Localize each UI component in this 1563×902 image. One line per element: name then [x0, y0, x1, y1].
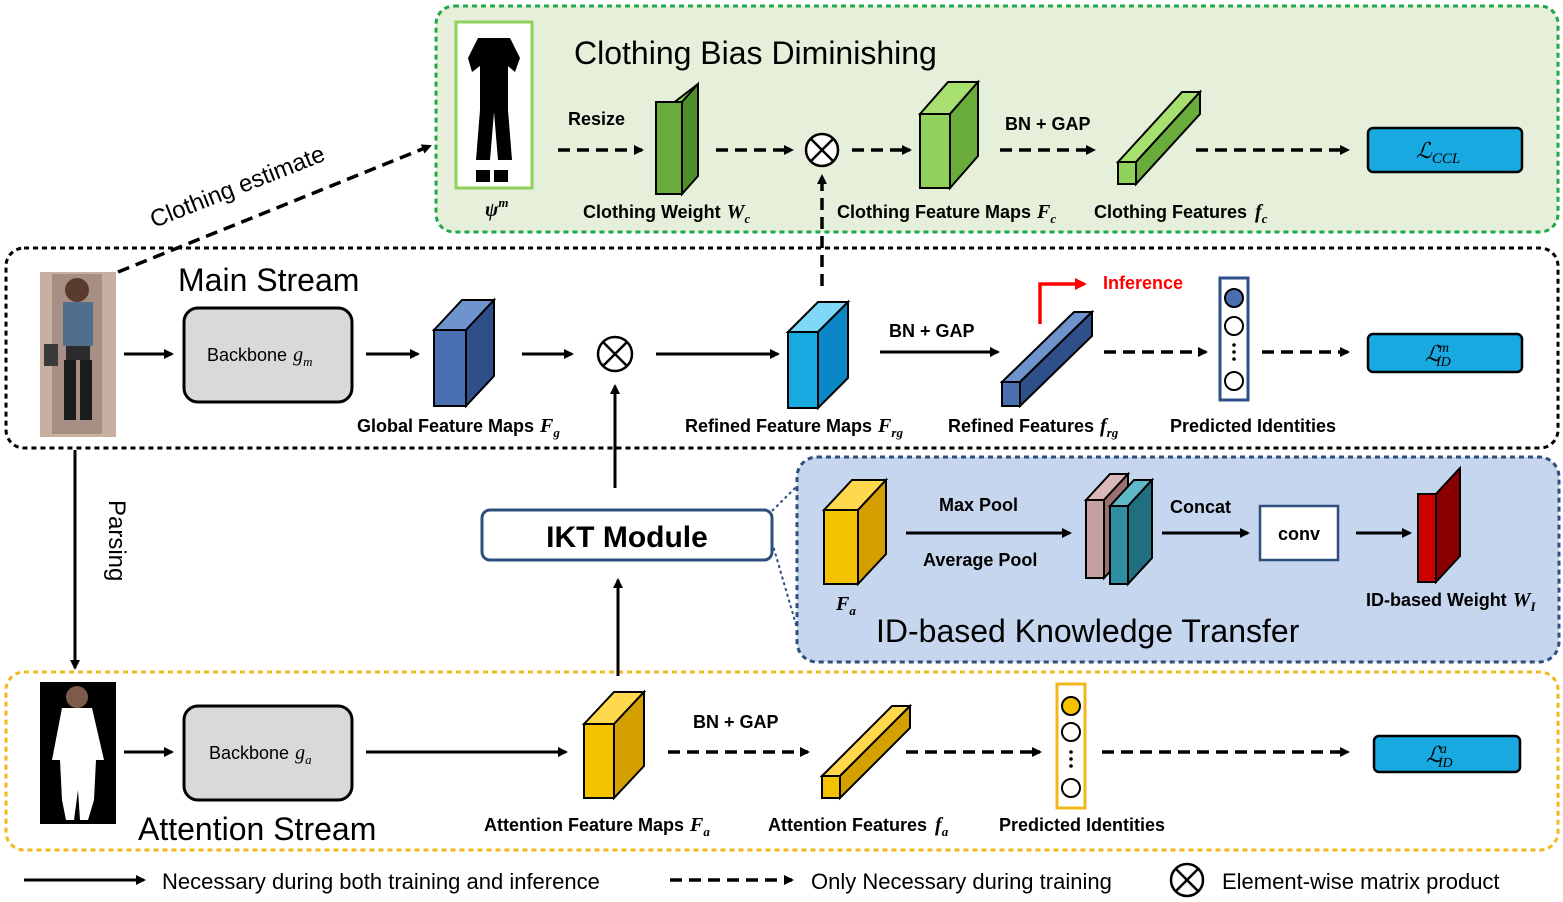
attention-stream-title: Attention Stream [138, 811, 376, 847]
product-node-main [596, 335, 634, 373]
clothing-feature-maps-block [917, 79, 981, 191]
ikt-title: ID-based Knowledge Transfer [876, 613, 1300, 649]
pooled-maps-block [1083, 471, 1155, 587]
main-bn-gap-label: BN + GAP [889, 321, 975, 341]
parsing-label: Parsing [103, 500, 130, 581]
refined-feature-maps-block [785, 299, 851, 411]
legend-product: Element-wise matrix product [1222, 869, 1500, 894]
global-feature-maps-block [431, 297, 497, 409]
clothing-features-block [1115, 89, 1203, 187]
legend-solid: Necessary during both training and infer… [162, 869, 600, 894]
ikt-module-box: IKT Module [480, 508, 774, 562]
cbd-title: Clothing Bias Diminishing [574, 35, 937, 71]
id-weight-block [1417, 465, 1461, 585]
ikt-fa-block [821, 477, 889, 587]
attention-stream-region [4, 670, 1560, 852]
attention-features-block [819, 703, 913, 801]
maxpool-label: Max Pool [939, 495, 1018, 515]
main-stream-title: Main Stream [178, 262, 359, 298]
ikt-region [771, 455, 1561, 664]
person-image [40, 272, 116, 437]
parsing-mask-image [40, 682, 116, 824]
ikt-fa-label: Fa [835, 593, 856, 618]
att-bn-gap-label: BN + GAP [693, 712, 779, 732]
conv-box: conv [1258, 504, 1340, 562]
svg-text:IKT Module: IKT Module [546, 521, 708, 554]
clothing-weight-block [655, 81, 699, 197]
clothing-mask-image [454, 20, 534, 190]
svg-text:ℒCCL: ℒCCL [1416, 138, 1460, 167]
product-node-cbd [804, 132, 840, 168]
attention-feature-maps-block [581, 689, 647, 801]
clothing-bias-region [434, 4, 1560, 234]
resize-label: Resize [568, 109, 625, 129]
clothing-estimate-label: Clothing estimate [146, 140, 328, 233]
predicted-identities-attention-label: Predicted Identities [999, 815, 1165, 835]
refined-features-block [999, 309, 1095, 409]
cbd-bn-gap-label: BN + GAP [1005, 114, 1091, 134]
inference-label: Inference [1103, 273, 1183, 293]
legend-dashed: Only Necessary during training [811, 869, 1112, 894]
avgpool-label: Average Pool [923, 550, 1037, 570]
predicted-identities-attention [1055, 682, 1087, 810]
concat-label: Concat [1170, 497, 1231, 517]
loss-ccl: ℒCCL [1366, 126, 1524, 174]
legend: Necessary during both training and infer… [24, 862, 1500, 898]
psi-label: ψm [485, 195, 508, 221]
predicted-identities-main [1218, 276, 1250, 402]
main-stream-region [4, 246, 1560, 450]
svg-text:conv: conv [1278, 524, 1320, 544]
predicted-identities-main-label: Predicted Identities [1170, 416, 1336, 436]
inference-arrow [1038, 278, 1087, 324]
